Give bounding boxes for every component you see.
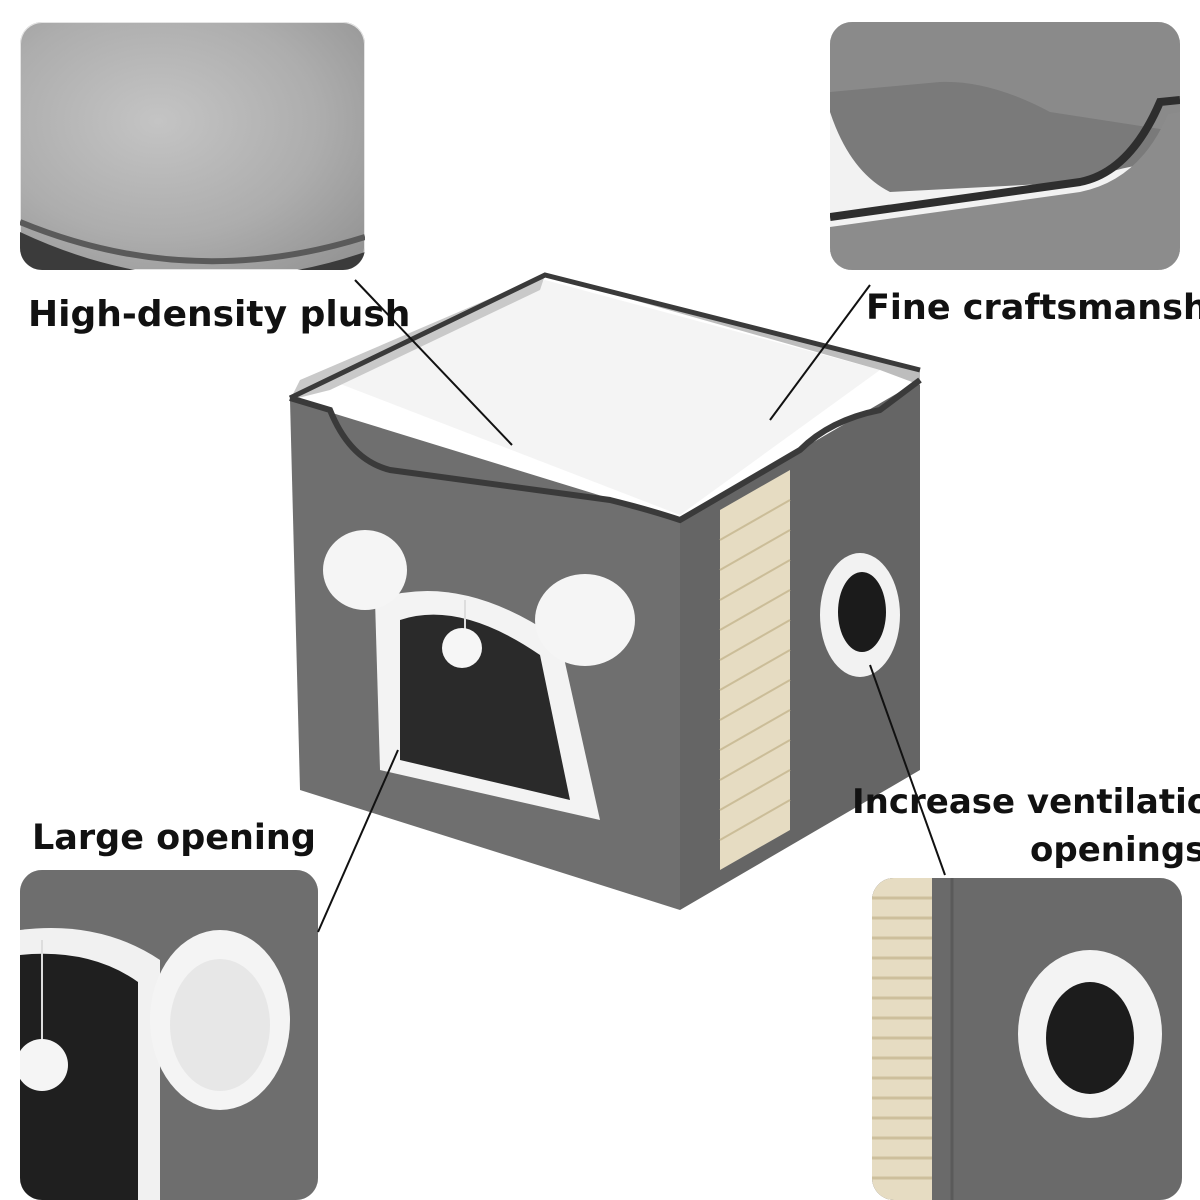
craft-detail-panel: [830, 22, 1180, 270]
left-ear: [323, 530, 407, 610]
plush-texture: [20, 219, 365, 270]
vent-detail-art: [872, 878, 1182, 1200]
vent-hole: [838, 572, 886, 652]
vent-label-line2: openings: [1030, 830, 1200, 870]
pom-pom-toy: [442, 628, 482, 668]
opening-detail-art: [20, 870, 318, 1200]
opening-label: Large opening: [32, 818, 316, 858]
opening-detail-panel: [20, 870, 318, 1200]
craft-label: Fine craftsmanship: [866, 288, 1200, 328]
right-ear: [535, 574, 635, 666]
edge-trim-detail: [830, 22, 1180, 270]
plush-label: High-density plush: [28, 294, 411, 335]
vent-detail-panel: [872, 878, 1182, 1200]
cat-house-product: [288, 272, 922, 910]
plush-detail-panel: [20, 22, 365, 270]
vent-label-line1: Increase ventilation: [852, 782, 1200, 822]
large-opening: [400, 614, 570, 800]
edge-trim: [289, 377, 922, 524]
